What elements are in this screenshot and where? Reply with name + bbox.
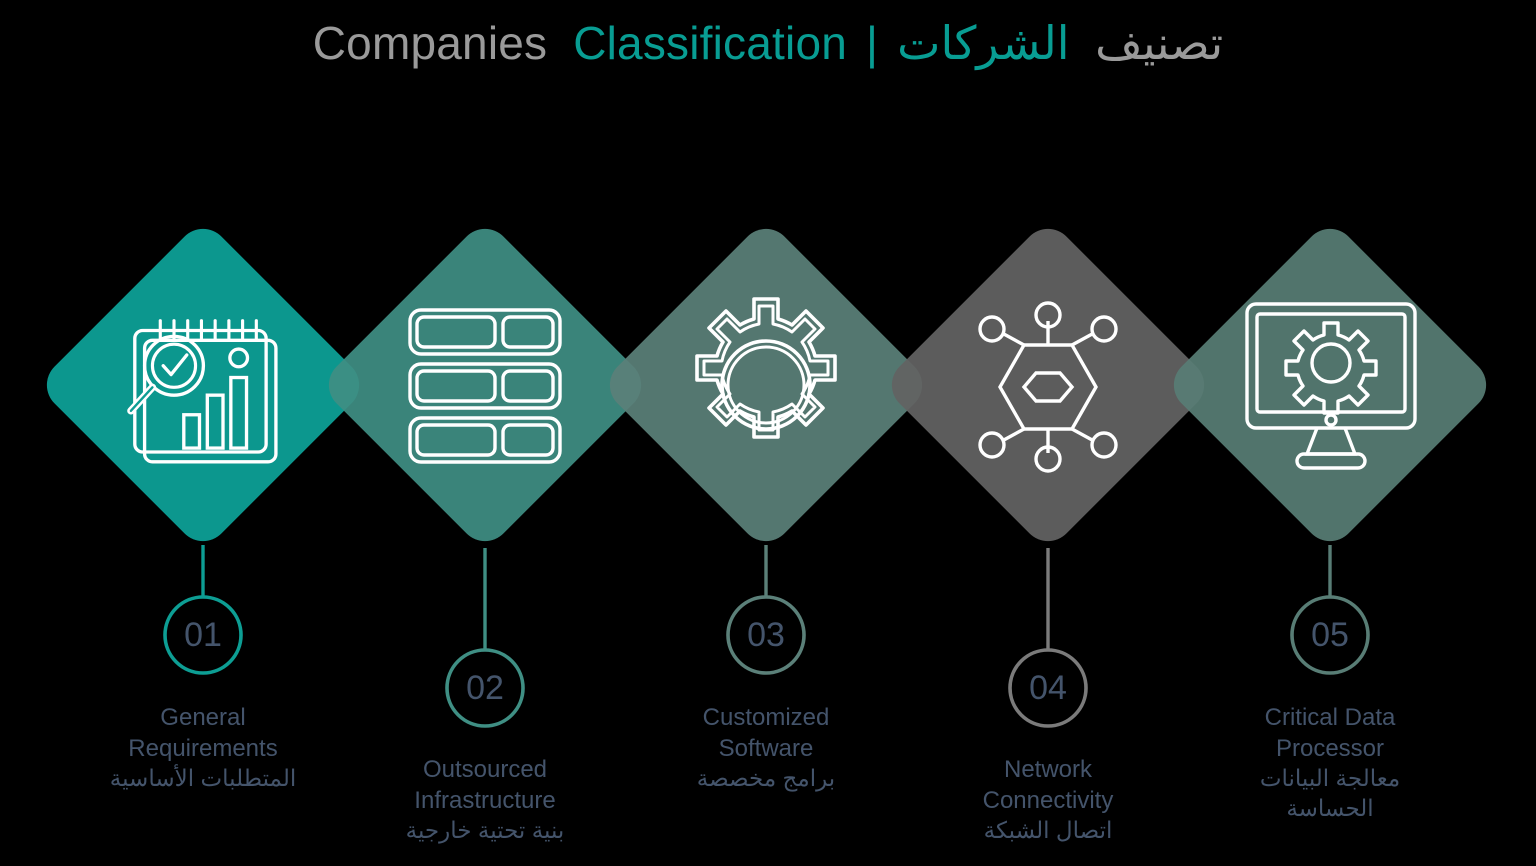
- caption-4-en-line2: Connectivity: [982, 786, 1114, 814]
- caption-3-en-line2: Software: [718, 734, 814, 762]
- number-label-4: 04: [1029, 669, 1067, 707]
- caption-5-en-line2: Processor: [1275, 734, 1385, 762]
- number-label-2: 02: [466, 669, 504, 707]
- diamond-step-4[interactable]: [881, 218, 1215, 552]
- caption-step-4[interactable]: Network Connectivity اتصال الشبكة: [903, 755, 1193, 846]
- caption-2-en-line1: Outsourced: [422, 756, 548, 783]
- number-circle-layer: 01 02 03 04 05: [163, 595, 1370, 728]
- number-label-5: 05: [1311, 616, 1349, 654]
- number-label-1: 01: [184, 616, 222, 654]
- caption-1-ar: المتطلبات الأساسية: [109, 765, 297, 792]
- diamond-step-3[interactable]: [599, 218, 933, 552]
- title-arabic-companies: الشركات: [897, 17, 1070, 69]
- caption-5-ar-line1: معالجة البيانات: [1259, 765, 1401, 792]
- caption-3-en-line1: Customized: [702, 704, 830, 731]
- diamond-step-2[interactable]: [318, 218, 652, 552]
- caption-step-3[interactable]: Customized Software برامج مخصصة: [621, 703, 911, 794]
- caption-1-en-line2: Requirements: [128, 734, 278, 762]
- number-badge-3[interactable]: 03: [726, 595, 806, 675]
- title-arabic-classification: تصنيف: [1095, 17, 1224, 69]
- caption-2-ar: بنية تحتية خارجية: [405, 817, 565, 844]
- number-badge-1[interactable]: 01: [163, 595, 243, 675]
- number-badge-5[interactable]: 05: [1290, 595, 1370, 675]
- title-classification: Classification: [573, 17, 848, 69]
- caption-step-1[interactable]: General Requirements المتطلبات الأساسية: [58, 703, 348, 794]
- caption-5-en-line1: Critical Data: [1264, 704, 1396, 731]
- diamond-layer: [36, 218, 1497, 552]
- title-separator: |: [866, 17, 879, 69]
- diamond-step-5[interactable]: [1163, 218, 1497, 552]
- number-badge-2[interactable]: 02: [445, 648, 525, 728]
- caption-4-ar: اتصال الشبكة: [983, 817, 1113, 844]
- connector-layer: [201, 545, 1332, 650]
- caption-2-en-line2: Infrastructure: [414, 786, 556, 814]
- caption-1-en-line1: General: [160, 704, 246, 731]
- number-badge-4[interactable]: 04: [1008, 648, 1088, 728]
- number-label-3: 03: [747, 616, 785, 654]
- caption-3-ar: برامج مخصصة: [696, 765, 836, 792]
- page-title: Companies Classification | الشركات تصنيف: [0, 0, 1536, 69]
- diamond-step-1[interactable]: [36, 218, 370, 552]
- caption-step-5[interactable]: Critical Data Processor معالجة البيانات …: [1185, 703, 1475, 823]
- caption-5-ar-line2: الحساسة: [1286, 794, 1374, 821]
- caption-step-2[interactable]: Outsourced Infrastructure بنية تحتية خار…: [340, 755, 630, 846]
- title-companies: Companies: [312, 17, 548, 69]
- caption-4-en-line1: Network: [1003, 756, 1093, 783]
